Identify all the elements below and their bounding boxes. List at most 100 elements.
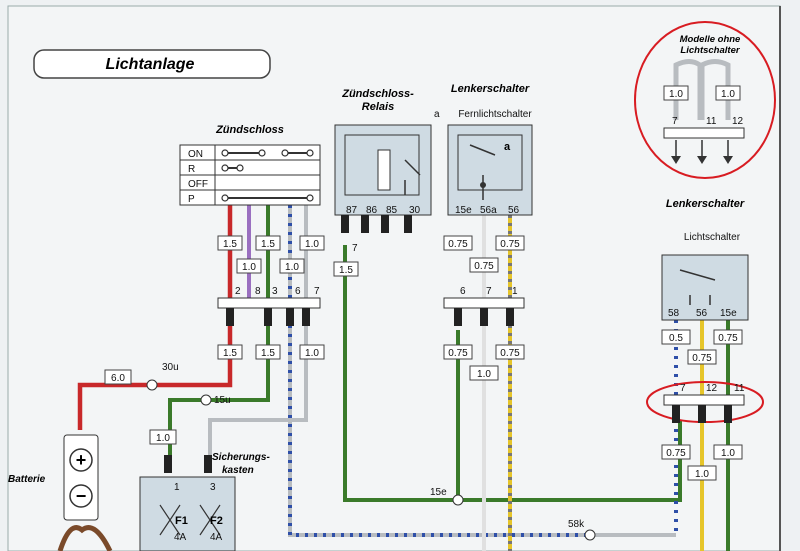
svg-text:0.75: 0.75 xyxy=(666,448,686,459)
svg-text:0.75: 0.75 xyxy=(500,239,520,250)
battery-plus-icon: + xyxy=(76,450,87,470)
svg-text:1.5: 1.5 xyxy=(223,348,237,359)
svg-text:7: 7 xyxy=(314,286,320,297)
svg-text:1.0: 1.0 xyxy=(305,239,319,250)
licht-wire-labels: 0.5 0.75 0.75 xyxy=(661,329,743,365)
fuse-pin-1: 1 xyxy=(174,482,180,493)
fuse-wire: 1.0 xyxy=(156,433,170,444)
svg-text:0.75: 0.75 xyxy=(448,348,468,359)
svg-text:0.75: 0.75 xyxy=(448,239,468,250)
modelle-arrows xyxy=(671,156,733,164)
svg-text:11: 11 xyxy=(706,116,717,127)
relais-out-pin: 7 xyxy=(352,243,358,254)
node-58k xyxy=(584,529,596,541)
licht-box xyxy=(661,254,749,321)
battery-minus-icon: − xyxy=(76,486,87,506)
modelle-loops xyxy=(673,59,731,120)
battery-wire: 6.0 xyxy=(111,373,125,384)
zs-lower-labels: 1.5 1.5 1.0 xyxy=(217,344,325,360)
brown-ground-wire xyxy=(57,525,113,551)
fuse-f1-rating: 4A xyxy=(174,532,187,543)
svg-text:1.0: 1.0 xyxy=(477,369,491,380)
svg-text:1.0: 1.0 xyxy=(242,262,256,273)
svg-text:1.0: 1.0 xyxy=(305,348,319,359)
svg-text:6: 6 xyxy=(295,286,301,297)
svg-text:86: 86 xyxy=(366,205,378,216)
switch-bridges xyxy=(225,152,310,199)
node-58k-label: 58k xyxy=(568,519,585,530)
fern-connector-pins: 6 7 1 xyxy=(460,286,518,297)
zs-upper-labels: 1.5 1.5 1.0 1.0 1.0 xyxy=(217,235,325,274)
relais-label-1: Zündschloss- xyxy=(341,88,414,100)
modelle-wire-1: 1.0 xyxy=(669,89,683,100)
licht-lower-labels: 0.75 1.0 1.0 xyxy=(661,444,743,481)
licht-connector-pins: 7 12 11 xyxy=(680,383,745,394)
modelle-title-2: Lichtschalter xyxy=(680,45,740,56)
row-off: OFF xyxy=(188,179,208,190)
modelle-pins: 7 11 12 xyxy=(672,116,744,127)
svg-text:0.75: 0.75 xyxy=(692,353,712,364)
fern-box xyxy=(447,124,533,216)
page-frame xyxy=(7,5,781,551)
svg-text:15e: 15e xyxy=(455,205,472,216)
node-15u-label: 15u xyxy=(214,395,231,406)
fern-subtitle: Fernlichtschalter xyxy=(458,109,532,120)
svg-text:12: 12 xyxy=(732,116,744,127)
relais-label-2: Relais xyxy=(362,101,394,113)
fern-title: Lenkerschalter xyxy=(451,83,530,95)
node-30u-label: 30u xyxy=(162,362,179,373)
fuse-box xyxy=(139,476,236,551)
svg-text:1.0: 1.0 xyxy=(721,448,735,459)
node-30u xyxy=(146,379,158,391)
node-15u xyxy=(200,394,212,406)
row-r: R xyxy=(188,164,195,175)
svg-text:0.5: 0.5 xyxy=(669,333,683,344)
svg-text:87: 87 xyxy=(346,205,358,216)
blue-dash-wire xyxy=(288,205,620,537)
modelle-wire-2: 1.0 xyxy=(721,89,735,100)
grey-wire xyxy=(208,205,308,455)
svg-text:56a: 56a xyxy=(480,205,497,216)
svg-text:1.0: 1.0 xyxy=(695,469,709,480)
fern-pins: 15e 56a 56 xyxy=(455,205,520,216)
svg-text:56: 56 xyxy=(508,205,520,216)
svg-text:0.75: 0.75 xyxy=(474,261,494,272)
svg-text:30: 30 xyxy=(409,205,421,216)
zs-connector-pins: 2 8 3 6 7 xyxy=(235,286,320,297)
relais-pins: 87 86 85 30 xyxy=(346,205,421,216)
fern-wire-labels: 0.75 0.75 0.75 xyxy=(443,235,525,273)
svg-text:1.5: 1.5 xyxy=(261,348,275,359)
modelle-title-1: Modelle ohne xyxy=(680,34,741,45)
relais-wire: 1.5 xyxy=(339,265,353,276)
fuse-f1: F1 xyxy=(175,515,188,527)
fuse-pin-3: 3 xyxy=(210,482,216,493)
svg-text:12: 12 xyxy=(706,383,718,394)
svg-text:7: 7 xyxy=(672,116,678,127)
licht-pins: 58 56 15e xyxy=(668,308,737,319)
svg-text:0.75: 0.75 xyxy=(500,348,520,359)
fuse-symbols xyxy=(159,504,221,536)
licht-title: Lenkerschalter xyxy=(666,198,745,210)
title-box xyxy=(33,49,271,79)
svg-text:15e: 15e xyxy=(720,308,737,319)
battery-label: Batterie xyxy=(8,474,46,485)
row-on: ON xyxy=(188,149,203,160)
fuse-f2: F2 xyxy=(210,515,223,527)
svg-text:0.75: 0.75 xyxy=(718,333,738,344)
svg-text:1.5: 1.5 xyxy=(261,239,275,250)
svg-text:6: 6 xyxy=(460,286,466,297)
svg-text:7: 7 xyxy=(680,383,686,394)
fuse-label-1: Sicherungs- xyxy=(212,452,270,463)
fern-lower-labels: 0.75 0.75 1.0 xyxy=(443,344,525,381)
modelle-connector xyxy=(663,127,745,139)
node-15e-label: 15e xyxy=(430,487,447,498)
svg-text:11: 11 xyxy=(734,383,745,394)
svg-text:85: 85 xyxy=(386,205,398,216)
green-wire-15u xyxy=(168,205,270,455)
svg-text:56: 56 xyxy=(696,308,708,319)
zuendschloss-label: Zündschloss xyxy=(215,124,284,136)
fuse-label-2: kasten xyxy=(222,465,254,476)
row-p: P xyxy=(188,194,195,205)
svg-text:3: 3 xyxy=(272,286,278,297)
